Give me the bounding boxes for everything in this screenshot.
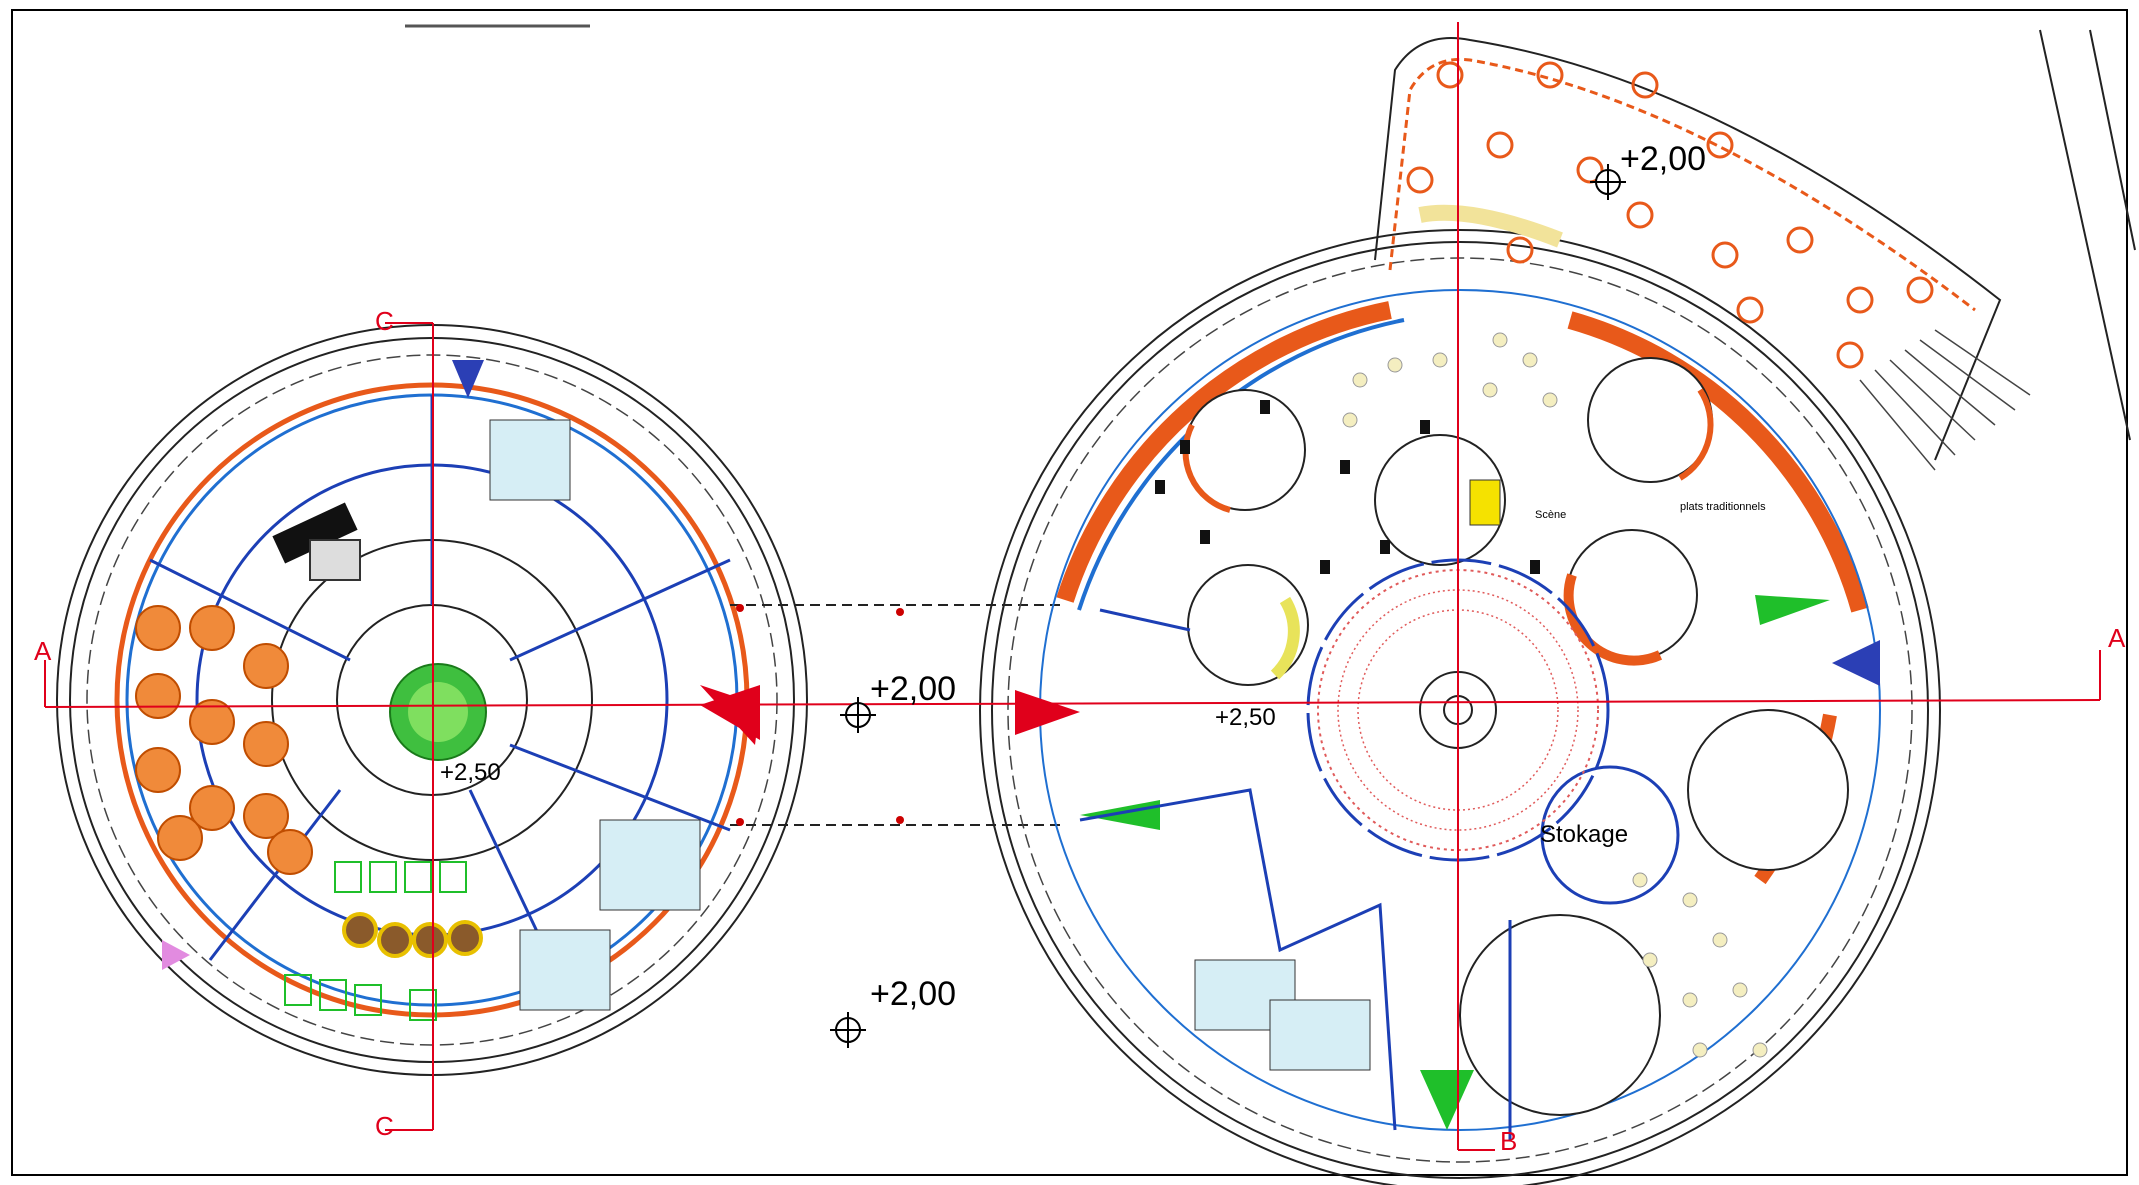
drawing-frame bbox=[11, 9, 2128, 1176]
restaurant-tables bbox=[135, 605, 313, 875]
room-label-scene: Scène bbox=[1535, 509, 1566, 521]
section-lines bbox=[44, 22, 2101, 1151]
room-label-traditional: plats traditionnels bbox=[1680, 501, 1766, 513]
section-b-label: B bbox=[1500, 1126, 1517, 1156]
room-label-storage: Stokage bbox=[1540, 821, 1628, 848]
right-building bbox=[979, 29, 2136, 1185]
level-lower-center: +2,00 bbox=[870, 975, 956, 1013]
north-arrow-icon bbox=[452, 360, 484, 398]
connecting-corridor bbox=[730, 604, 1060, 826]
section-arrow-right-icon bbox=[1015, 690, 1080, 735]
entrance-arrow-icon bbox=[1420, 1070, 1474, 1130]
level-terrace: +2,00 bbox=[1620, 140, 1706, 178]
level-marker-icon bbox=[830, 164, 1626, 1048]
section-a-right-label: A bbox=[2108, 623, 2126, 653]
section-c-top-label: C bbox=[375, 306, 394, 336]
level-left-inner: +2,50 bbox=[440, 759, 501, 786]
section-a-left-label: A bbox=[34, 636, 52, 666]
level-right-inner: +2,50 bbox=[1215, 704, 1276, 731]
section-arrow-icon bbox=[1832, 640, 1880, 686]
terrace-tables bbox=[1406, 61, 1934, 369]
section-c-bottom-label: C bbox=[375, 1111, 394, 1141]
level-between: +2,00 bbox=[870, 670, 956, 708]
